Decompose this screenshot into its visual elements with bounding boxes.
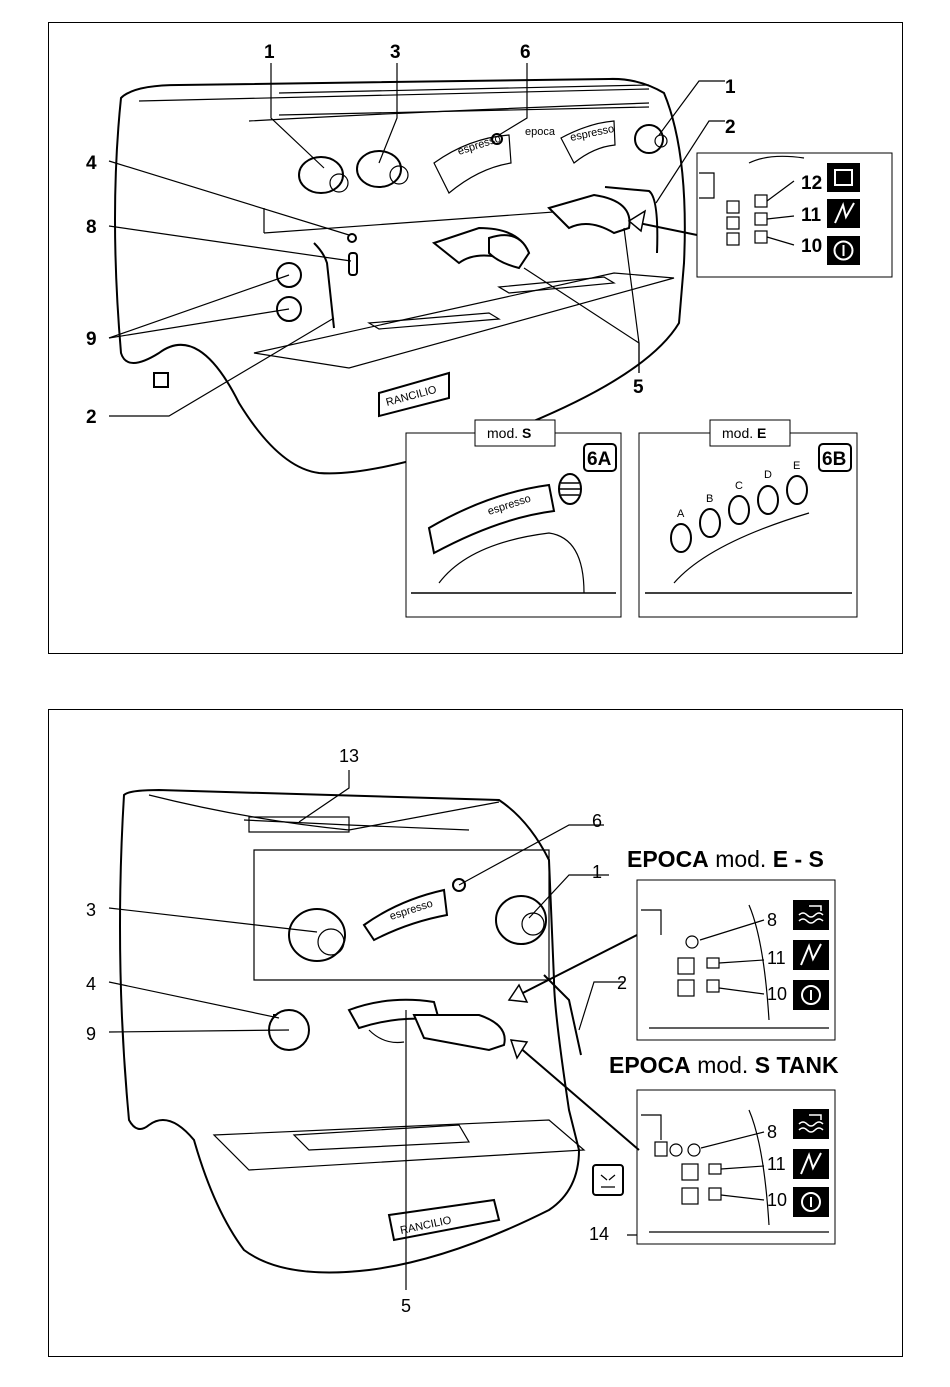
bottom-figure-panel: espresso RANCILIO 13 6 3 1 4 2 9 5 14 EP… xyxy=(48,709,903,1357)
inset-es-callout-10: 10 xyxy=(767,984,787,1004)
epoca-label: epoca xyxy=(525,126,556,138)
button-e-label: E xyxy=(793,460,800,472)
water-level-symbol-icon xyxy=(793,900,829,930)
callout-1: 1 xyxy=(592,862,602,882)
button-a-icon xyxy=(671,524,691,552)
inset-tank-callout-8: 8 xyxy=(767,1122,777,1142)
inset-es-callout-8: 8 xyxy=(767,910,777,930)
inset-epoca-s-tank: 8 11 10 xyxy=(637,1090,835,1244)
callout-4: 4 xyxy=(86,153,97,174)
inset-es-title: EPOCA mod. E - S xyxy=(627,846,824,872)
inset-tank-title: EPOCA mod. S TANK xyxy=(609,1052,839,1078)
machine-foot xyxy=(154,373,168,387)
callout-10: 10 xyxy=(801,236,822,257)
icon-14-symbol-icon xyxy=(593,1165,623,1195)
button-d-label: D xyxy=(764,469,772,481)
inset-6b-mod-e: mod. E 6B A B C D E xyxy=(639,420,857,617)
inset-6a-mod-s: mod. S 6A espresso xyxy=(406,420,621,617)
button-e-icon xyxy=(787,476,807,504)
callout-2: 2 xyxy=(617,973,627,993)
callout-12: 12 xyxy=(801,173,822,194)
svg-text:mod. S: mod. S xyxy=(487,425,531,441)
single-group-machine-diagram: espresso RANCILIO 13 6 3 1 4 2 9 5 14 EP… xyxy=(49,710,902,1356)
callout-3: 3 xyxy=(390,42,401,63)
inset-6b-tab-label: mod. xyxy=(722,425,753,441)
button-b-icon xyxy=(700,509,720,537)
svg-text:mod. E: mod. E xyxy=(722,425,766,441)
callout-8: 8 xyxy=(86,217,97,238)
callout-9: 9 xyxy=(86,1024,96,1044)
inset-tank-callout-10: 10 xyxy=(767,1190,787,1210)
inset-6a-id: 6A xyxy=(587,449,612,470)
tank-water-symbol-icon xyxy=(793,1109,829,1139)
callout-2-right: 2 xyxy=(725,117,736,138)
inset-epoca-es: 8 11 10 xyxy=(637,880,835,1040)
callout-2-left: 2 xyxy=(86,407,97,428)
callout-6: 6 xyxy=(520,42,531,63)
inset-6a-tab-model: S xyxy=(522,425,531,441)
two-group-machine-diagram: RANCILIO epoca espresso espresso 1 3 6 1… xyxy=(49,23,902,653)
inset-6b-tab-model: E xyxy=(757,425,766,441)
inset-es-callout-11: 11 xyxy=(767,948,786,968)
callout-1-left: 1 xyxy=(264,42,275,63)
inset-6b-id: 6B xyxy=(822,449,846,470)
button-c-label: C xyxy=(735,480,743,492)
callout-9: 9 xyxy=(86,329,97,350)
callout-14: 14 xyxy=(589,1224,609,1244)
callout-5: 5 xyxy=(633,377,644,398)
control-detail-inset: 12 11 10 xyxy=(697,153,892,277)
knob-1-icon xyxy=(496,896,546,944)
callout-4: 4 xyxy=(86,974,96,994)
top-figure-panel: RANCILIO epoca espresso espresso 1 3 6 1… xyxy=(48,22,903,654)
button-c-icon xyxy=(729,496,749,524)
inset-6a-tab-label: mod. xyxy=(487,425,518,441)
callout-1-right: 1 xyxy=(725,77,736,98)
inset-tank-callout-11: 11 xyxy=(767,1154,786,1174)
callout-13: 13 xyxy=(339,746,359,766)
knob-3-icon xyxy=(289,909,345,961)
button-b-label: B xyxy=(706,493,713,505)
callout-11: 11 xyxy=(801,205,822,226)
callout-6: 6 xyxy=(592,811,602,831)
button-d-icon xyxy=(758,486,778,514)
button-a-label: A xyxy=(677,508,685,520)
callout-3: 3 xyxy=(86,900,96,920)
callout-5: 5 xyxy=(401,1296,411,1316)
cup-symbol-icon xyxy=(827,163,860,192)
